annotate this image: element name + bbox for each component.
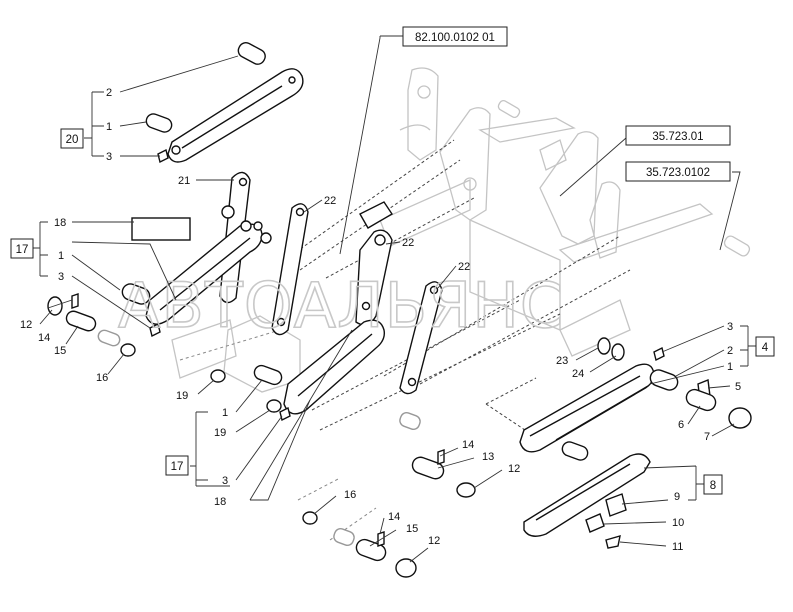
watermark-text: АВТОАЛЬЯНС [118,269,564,342]
right-lift-arm [519,337,752,461]
group-17-middle-label: 17 [171,461,184,473]
middle-lift-arm [253,319,386,422]
group-box-4: 4 [755,336,775,357]
item-22-c: 22 [458,261,470,273]
item-2-right: 2 [727,345,733,357]
background-frame-ghost [171,67,751,393]
leader-lines [30,35,756,563]
group-8-label: 8 [710,480,716,492]
item-18-mid: 18 [214,496,226,508]
item-5: 5 [735,381,741,393]
item-6: 6 [678,419,684,431]
group-20-label: 20 [66,134,79,146]
blade-assembly [523,453,651,549]
parts [47,42,752,578]
reference-box-35-723-01[interactable]: 35.723.01 [625,125,731,146]
group-17-left-label: 17 [16,244,29,256]
item-15-bot: 15 [406,523,418,535]
group-box-17-middle: 17 [165,455,189,476]
item-16-bot: 16 [344,489,356,501]
item-14-left: 14 [38,332,50,344]
item-3-left: 3 [58,271,64,283]
item-23: 23 [556,355,568,367]
item-22-b: 22 [402,237,414,249]
reference-82-100-label: 82.100.0102 01 [415,32,495,44]
item-14-bot: 14 [388,511,400,523]
item-12-bot: 12 [428,535,440,547]
item-1-mid: 1 [222,407,228,419]
plate-22-right [399,281,443,395]
item-11: 11 [672,541,683,553]
item-19-a: 19 [176,390,188,402]
reference-box-35-723-0102[interactable]: 35.723.0102 [625,161,731,182]
group-box-20: 20 [60,128,84,149]
item-19-b: 19 [214,427,226,439]
item-10: 10 [672,517,684,529]
item-13: 13 [482,451,494,463]
reference-35-723-0102-label: 35.723.0102 [646,167,710,179]
item-1-right: 1 [727,361,733,373]
item-22-a: 22 [324,195,336,207]
item-18-left: 18 [54,217,66,229]
item-1-left: 1 [58,250,64,262]
item-12-left: 12 [20,319,32,331]
reference-35-723-01-label: 35.723.01 [652,131,703,143]
item-3-top: 3 [106,151,112,163]
item-1-top: 1 [106,121,112,133]
item-12-mid: 12 [508,463,520,475]
item-labels: 2 1 3 21 22 22 22 18 1 3 12 14 15 16 19 … [20,87,741,553]
item-3-right: 3 [727,321,733,333]
item-3-mid: 3 [222,475,228,487]
item-21: 21 [178,175,190,187]
group-4-label: 4 [762,342,769,354]
item-14-mid: 14 [462,439,474,451]
top-arm-assembly [145,42,304,164]
item-7: 7 [704,431,710,443]
reference-box-82-100[interactable]: 82.100.0102 01 [402,26,508,47]
item-2-top: 2 [106,87,112,99]
left-lift-arm [121,205,272,338]
item-9: 9 [674,491,680,503]
group-box-8: 8 [703,474,723,495]
group-box-17-left: 17 [10,238,34,259]
item-24: 24 [572,368,584,380]
plate-22-left [271,203,309,336]
item-15-left: 15 [54,345,66,357]
item-16-left: 16 [96,372,108,384]
